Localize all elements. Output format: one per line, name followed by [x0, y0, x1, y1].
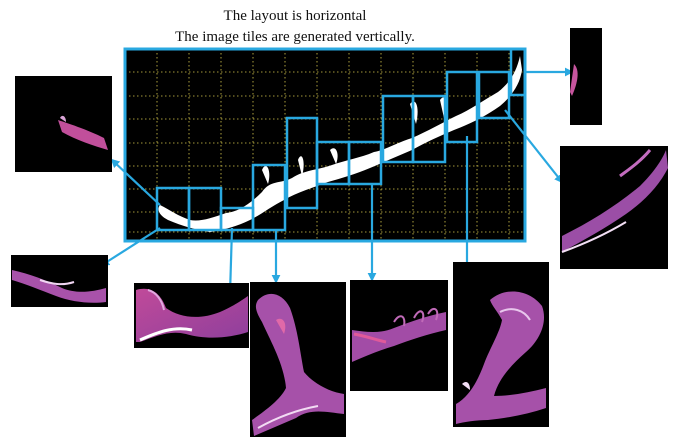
- overview-panel: [125, 49, 525, 241]
- tile-thumbnail-left-lower: [11, 255, 108, 307]
- tile-thumbnail-left-upper: [15, 76, 112, 172]
- tile-thumbnail-bottom-4: [453, 262, 549, 427]
- tile-thumbnail-bottom-1: [134, 283, 249, 348]
- tile-thumbnail-bottom-3: [350, 280, 448, 391]
- tile-thumbnail-top-right: [570, 28, 602, 125]
- tile-thumbnail-bottom-2: [250, 282, 346, 437]
- tile-thumbnail-right-large: [560, 146, 668, 269]
